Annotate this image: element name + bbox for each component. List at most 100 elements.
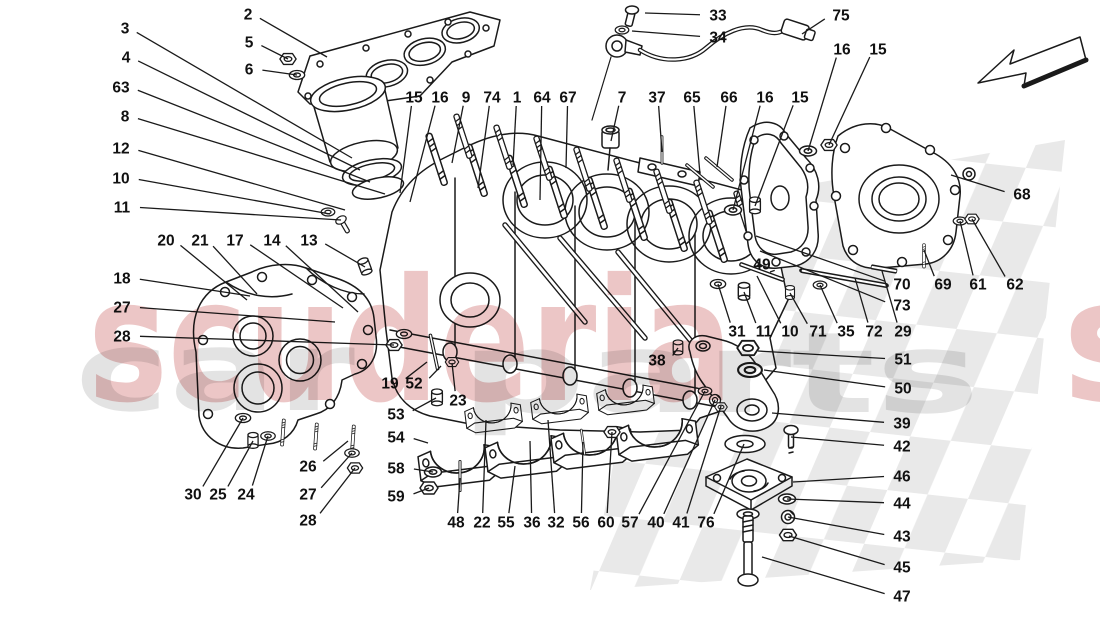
part-label-42: 42 [893, 439, 910, 456]
part-label-33: 33 [709, 8, 727, 25]
leader-line-53 [412, 397, 437, 412]
leader-line-42 [790, 436, 885, 446]
part-label-49: 49 [753, 257, 771, 274]
part-label-27: 27 [299, 487, 316, 504]
leader-line-76 [713, 443, 745, 515]
leader-line-9 [451, 105, 464, 164]
leader-line-30 [202, 417, 244, 487]
leader-line-74 [477, 105, 490, 189]
part-label-23: 23 [449, 393, 467, 410]
leader-line-65 [693, 105, 701, 175]
part-label-30: 30 [184, 487, 201, 504]
leader-line-11 [139, 206, 342, 221]
leader-line-61 [959, 220, 974, 276]
part-label-64: 64 [533, 90, 551, 107]
leader-line-23 [451, 362, 456, 392]
part-label-70: 70 [893, 277, 910, 294]
leader-line-54 [413, 438, 429, 444]
leader-line-49 [769, 269, 775, 273]
part-label-52: 52 [405, 376, 422, 393]
part-label-56: 56 [572, 515, 590, 532]
leader-line-70 [755, 235, 886, 282]
part-label-11: 11 [114, 200, 131, 217]
leader-line-5 [261, 45, 289, 60]
leader-line-14 [285, 245, 359, 313]
leader-line-16 [732, 105, 761, 211]
leader-line-55 [508, 465, 516, 514]
leader-line-8 [137, 117, 386, 195]
leader-line-19 [405, 361, 428, 380]
leader-line-16 [409, 105, 436, 203]
leader-line-13 [324, 243, 366, 268]
leader-line-33 [644, 12, 701, 16]
leader-line-32 [547, 419, 556, 514]
part-label-57: 57 [621, 515, 638, 532]
leader-line-3 [136, 31, 353, 159]
leader-line-7 [610, 105, 620, 142]
leader-line-10 [756, 275, 782, 324]
leader-line-63 [137, 89, 371, 183]
leader-line-27 [139, 306, 336, 323]
part-label-26: 26 [299, 459, 317, 476]
part-label-40: 40 [647, 515, 664, 532]
leader-line-22 [482, 419, 487, 514]
part-label-58: 58 [387, 461, 405, 478]
leader-line-15 [754, 105, 794, 207]
leader-line-27 [320, 452, 353, 489]
leader-line-28 [319, 467, 356, 514]
leader-line-29 [881, 270, 898, 323]
part-label-74: 74 [483, 90, 501, 107]
part-label-32: 32 [547, 515, 564, 532]
part-label-15: 15 [869, 42, 887, 59]
part-label-15: 15 [791, 90, 809, 107]
leader-line-51 [757, 350, 886, 360]
part-label-20: 20 [157, 233, 174, 250]
breather-cap [601, 125, 620, 171]
leader-line-62 [971, 218, 1006, 277]
part-label-54: 54 [387, 430, 405, 447]
leader-line-15 [828, 56, 871, 146]
leader-line-50 [763, 369, 886, 388]
part-label-46: 46 [893, 469, 911, 486]
part-label-25: 25 [209, 487, 227, 504]
part-label-61: 61 [969, 277, 987, 294]
part-label-69: 69 [934, 277, 952, 294]
crankcase-block [379, 125, 789, 433]
leader-line-47 [761, 556, 885, 595]
part-label-68: 68 [1013, 187, 1031, 204]
leader-line-57 [638, 390, 706, 515]
part-label-59: 59 [387, 489, 405, 506]
arrow-left-icon [977, 36, 1089, 89]
leader-line-12 [138, 149, 346, 211]
drawing-layer [192, 5, 1089, 587]
leader-line-52 [428, 365, 442, 379]
part-label-16: 16 [833, 42, 851, 59]
part-label-50: 50 [894, 381, 911, 398]
main-studs [502, 222, 703, 355]
part-label-2: 2 [244, 7, 253, 24]
watermark-brand-tile: scuderia [1062, 243, 1100, 441]
part-label-75: 75 [832, 8, 850, 25]
leader-line-69 [923, 249, 935, 277]
leader-line-60 [606, 431, 613, 514]
part-label-41: 41 [672, 515, 690, 532]
leader-line-15 [399, 105, 413, 194]
leader-line-35 [819, 284, 838, 324]
part-label-63: 63 [112, 80, 130, 97]
part-label-71: 71 [809, 324, 827, 341]
leader-line-36 [529, 440, 533, 514]
part-label-44: 44 [893, 496, 911, 513]
leader-line-75 [801, 18, 826, 35]
leader-line-2 [259, 17, 328, 58]
part-label-55: 55 [497, 515, 515, 532]
part-label-53: 53 [387, 407, 405, 424]
part-label-28: 28 [113, 329, 131, 346]
part-label-18: 18 [113, 271, 131, 288]
part-label-21: 21 [191, 233, 209, 250]
part-label-3: 3 [121, 21, 130, 38]
part-label-7: 7 [618, 90, 627, 107]
leader-line-58 [413, 468, 434, 473]
part-label-47: 47 [893, 589, 910, 606]
